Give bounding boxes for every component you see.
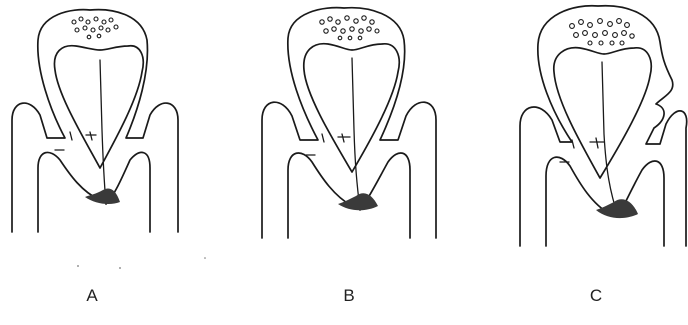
inner-wall-left — [288, 153, 352, 238]
shaded-base — [596, 199, 638, 218]
granule-cluster — [320, 16, 379, 40]
shaded-base — [338, 193, 378, 210]
tick-marks — [306, 134, 350, 155]
tick-marks — [55, 132, 96, 150]
inner-wall-left — [38, 152, 100, 232]
panel-c-drawing — [520, 6, 687, 246]
panel-label-c: C — [576, 286, 616, 306]
inner-lumen — [54, 46, 143, 168]
background-specks — [77, 257, 206, 269]
granule-cluster — [570, 19, 635, 45]
panel-b-drawing — [262, 8, 436, 238]
panel-label-a: A — [72, 286, 112, 306]
midline-septum — [602, 62, 618, 216]
panel-a-drawing — [12, 10, 178, 232]
inner-wall-left — [546, 157, 610, 246]
panel-label-b: B — [329, 286, 369, 306]
midline-septum — [352, 58, 360, 210]
granule-cluster — [72, 17, 118, 39]
midline-septum — [100, 60, 106, 204]
